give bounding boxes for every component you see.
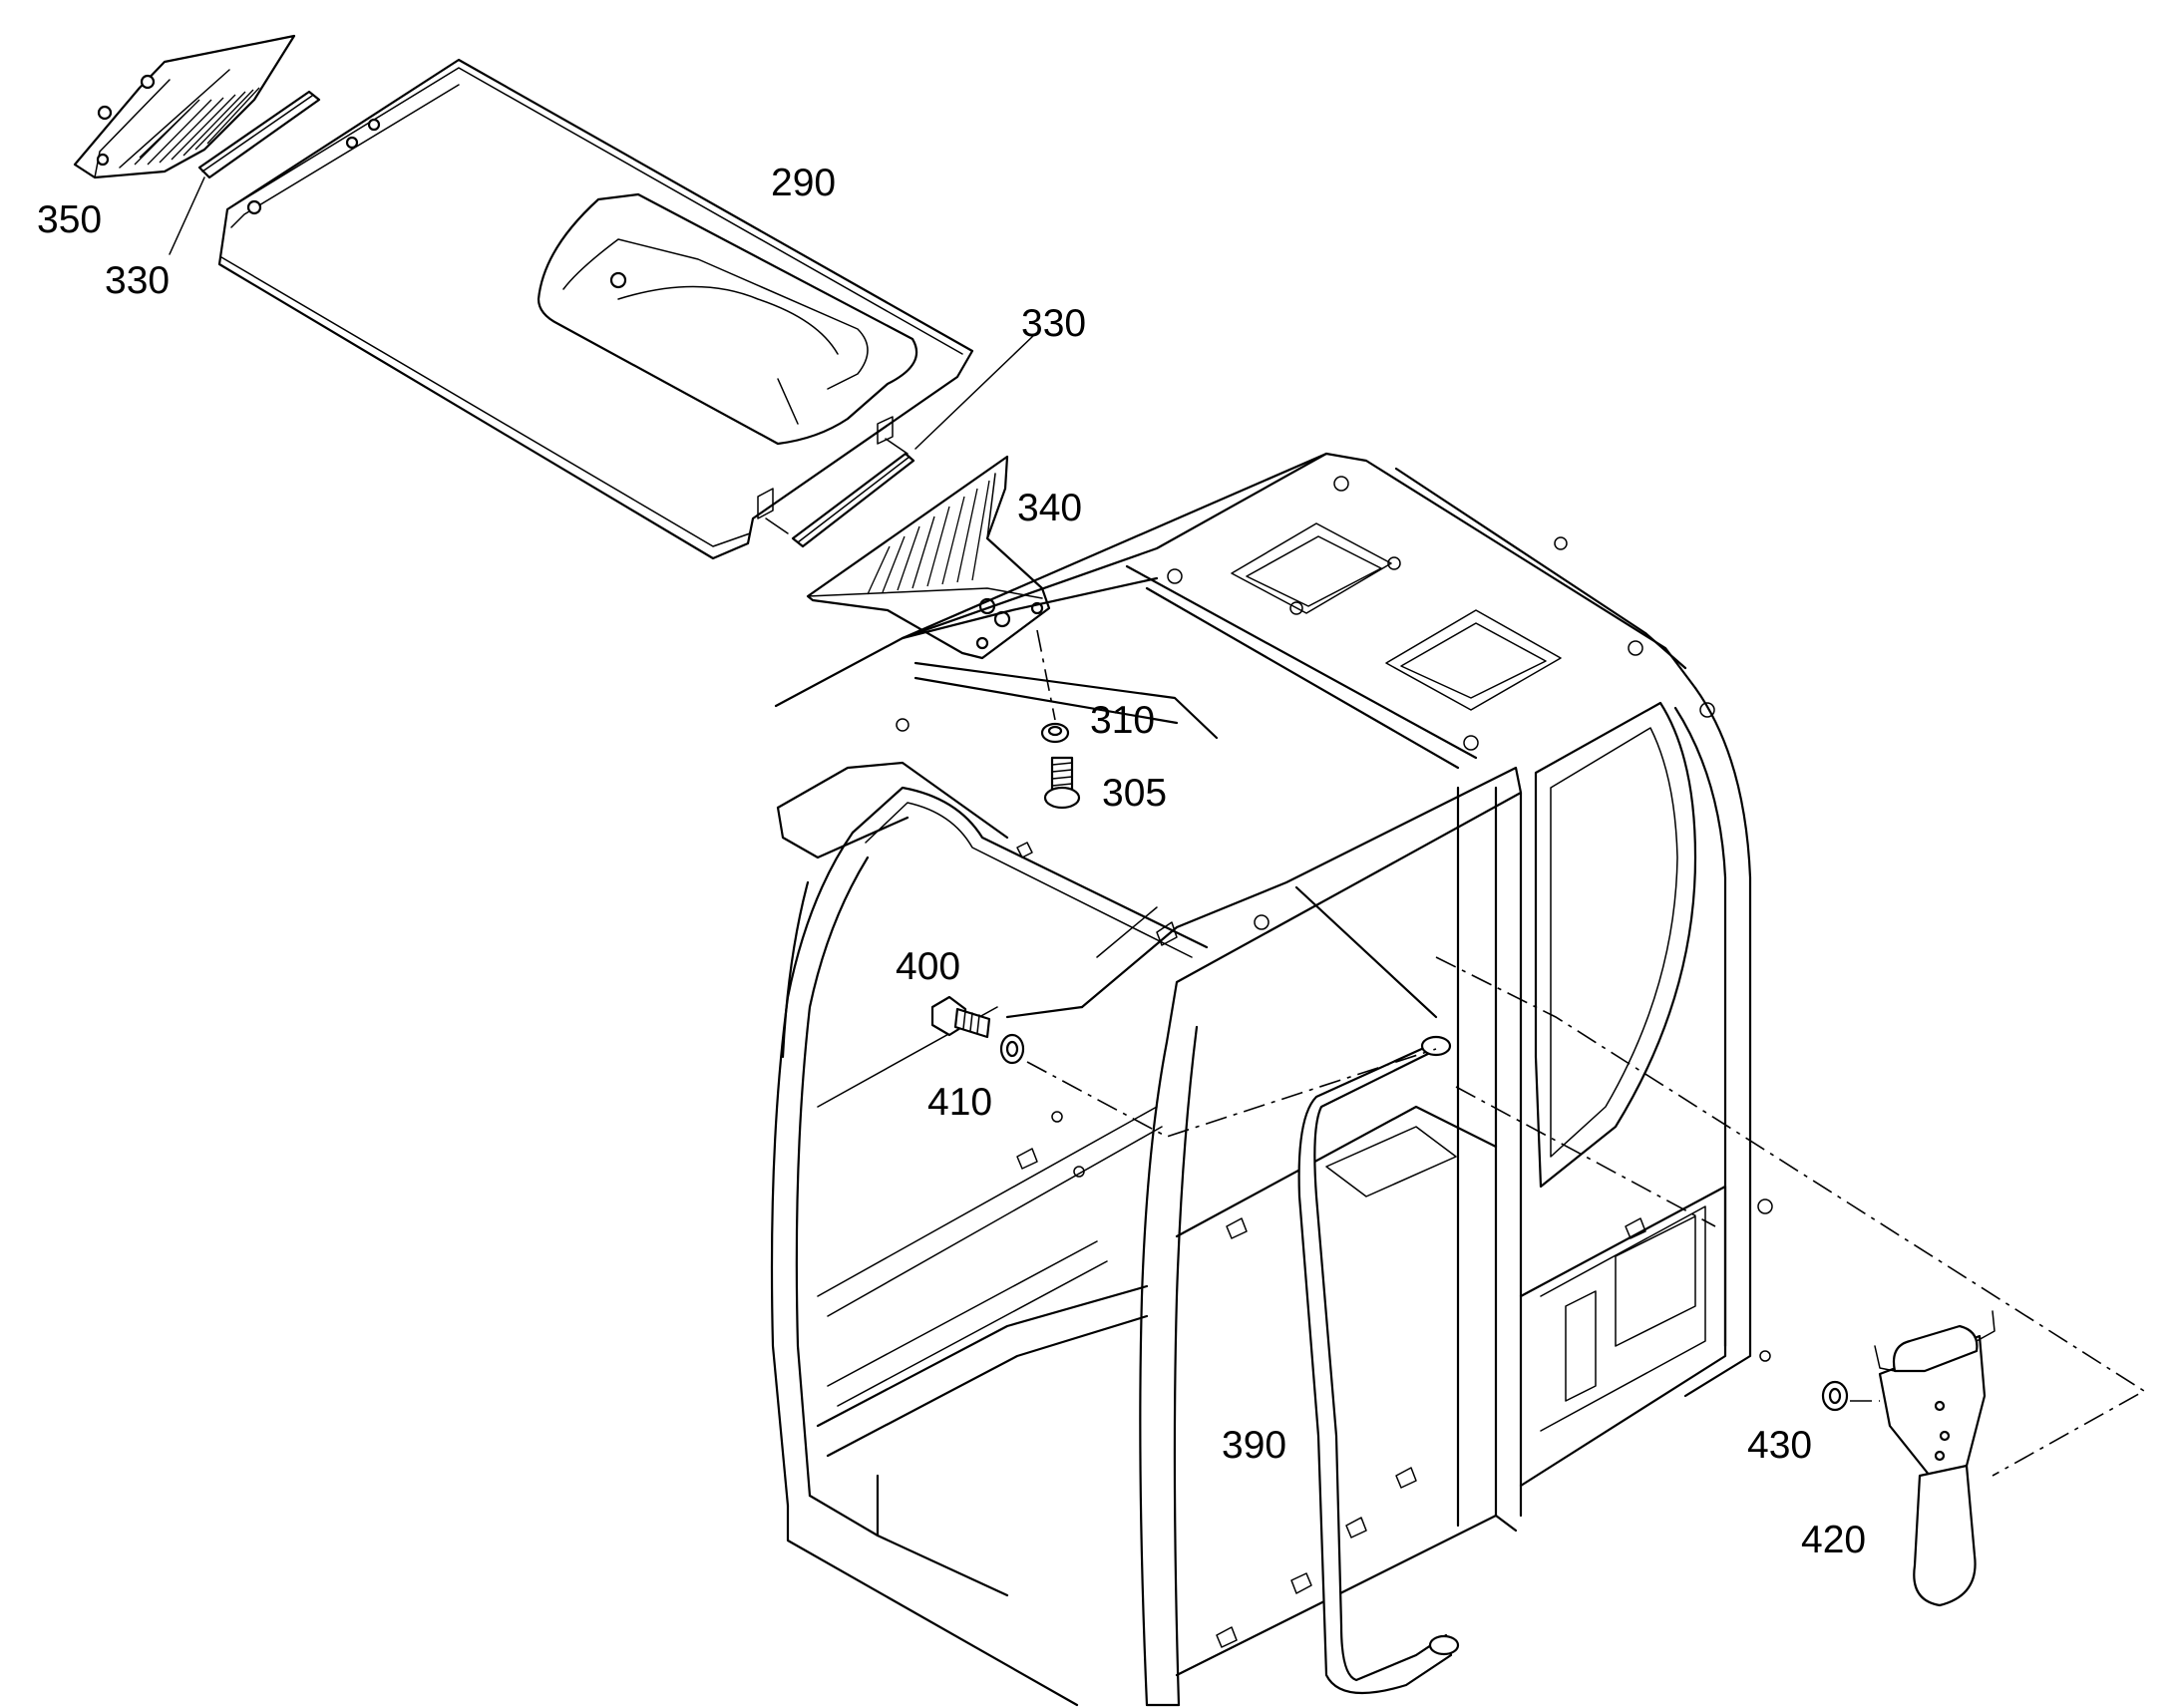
label-305: 305 bbox=[1102, 772, 1168, 815]
label-390: 390 bbox=[1222, 1424, 1287, 1467]
cab-frame bbox=[770, 452, 1773, 1707]
label-400: 400 bbox=[896, 945, 961, 988]
part-400-bolt bbox=[930, 995, 991, 1039]
label-430: 430 bbox=[1747, 1424, 1813, 1467]
label-410: 410 bbox=[927, 1081, 993, 1124]
part-390-handle-rod bbox=[1297, 1035, 1460, 1695]
label-420: 420 bbox=[1801, 1519, 1867, 1561]
part-420-latch-handle bbox=[1874, 1310, 1996, 1607]
part-350-grille bbox=[73, 34, 296, 179]
label-330-right: 330 bbox=[1021, 302, 1087, 345]
assembly-center-lines bbox=[1026, 956, 2146, 1477]
label-350: 350 bbox=[37, 198, 103, 241]
label-290: 290 bbox=[771, 162, 837, 204]
part-330-left-strip bbox=[169, 90, 321, 255]
label-310: 310 bbox=[1090, 699, 1156, 742]
part-330-right-strip bbox=[791, 333, 1036, 548]
part-290-roof-cover bbox=[217, 58, 974, 560]
label-330-left: 330 bbox=[105, 259, 171, 302]
part-410-washer bbox=[999, 1033, 1025, 1065]
part-305-bolt bbox=[1043, 756, 1081, 810]
label-340: 340 bbox=[1017, 487, 1083, 529]
part-430-washer bbox=[1821, 1380, 1849, 1412]
part-310-washer bbox=[1040, 722, 1070, 744]
